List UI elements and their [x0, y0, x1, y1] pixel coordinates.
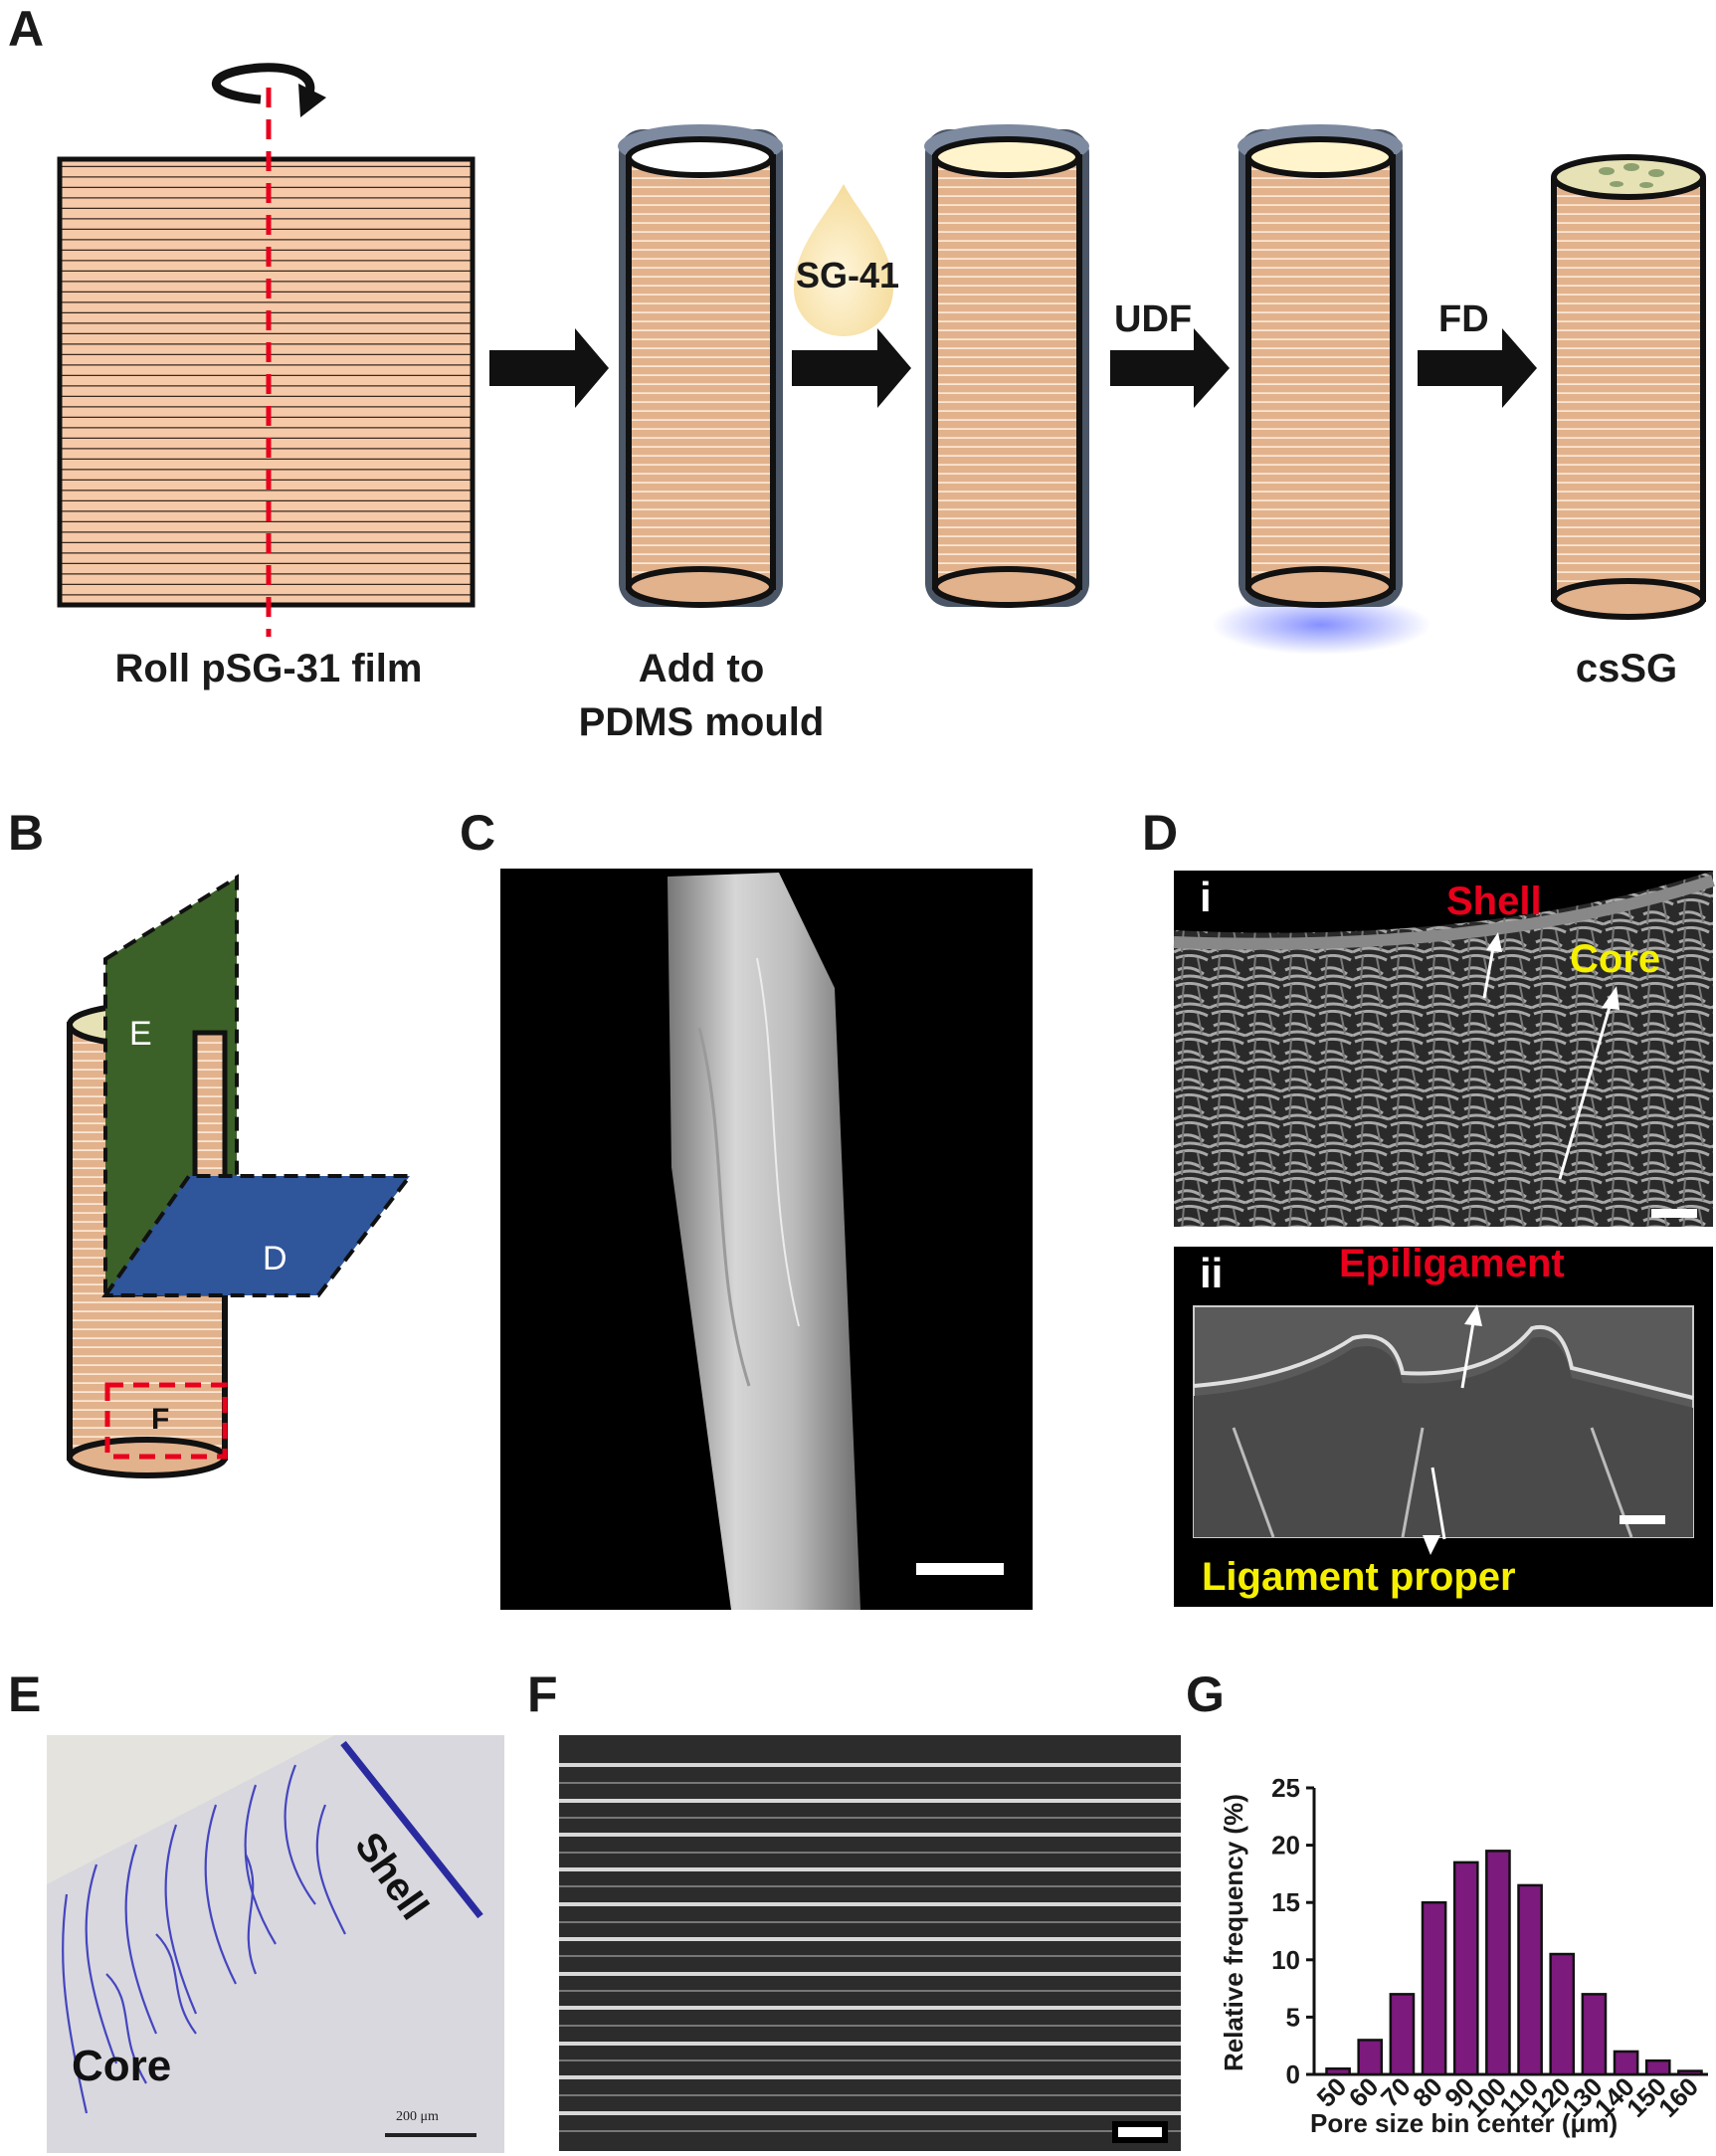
plane-d-label: D [263, 1240, 287, 1277]
arrow-udf-label: UDF [1114, 298, 1193, 340]
panel-f-sem [559, 1735, 1181, 2151]
core-label-e: Core [72, 2042, 172, 2090]
scale-bar-f [1118, 2127, 1162, 2137]
arrow-epiligament [1460, 1315, 1476, 1389]
cssg-scaffold [1551, 154, 1706, 620]
shell-line-e [340, 1740, 483, 1919]
epiligament-label: Epiligament [1339, 1242, 1565, 1285]
y-tick-label: 25 [1271, 1773, 1300, 1803]
arrow-2 [792, 328, 911, 408]
bar-80 [1421, 1900, 1447, 2076]
scale-label-e: 200 μm [396, 2109, 439, 2124]
ligament-proper-label: Ligament proper [1202, 1555, 1516, 1599]
uv-glow [1212, 595, 1430, 655]
panel-label-b: B [8, 805, 45, 861]
panel-e-histology [47, 1735, 504, 2153]
y-tick-label: 10 [1271, 1945, 1300, 1975]
mould-2 [924, 124, 1089, 608]
caption-add-line1: Add to [638, 647, 765, 690]
panel-label-f: F [527, 1666, 558, 1722]
panel-d-sem [1173, 871, 1715, 1607]
d-ii-label: ii [1200, 1250, 1224, 1296]
panel-label-a: A [8, 1, 45, 57]
d-i-label: i [1200, 874, 1212, 920]
y-tick-label: 15 [1271, 1887, 1300, 1917]
shell-label-d: Shell [1446, 880, 1542, 923]
bar-130 [1581, 1993, 1608, 2076]
scale-bar-c [916, 1563, 1004, 1575]
arrow-1 [489, 328, 609, 408]
panel-label-d: D [1142, 805, 1179, 861]
x-axis-label: Pore size bin center (μm) [1310, 2108, 1618, 2138]
arrow-4 [1418, 328, 1537, 408]
arrow-3 [1110, 328, 1230, 408]
bar-60 [1357, 2039, 1384, 2076]
x-tick-label: 160 [1652, 2071, 1704, 2123]
y-tick-label: 20 [1271, 1831, 1300, 1861]
bar-50 [1325, 2066, 1351, 2076]
bar-90 [1452, 1861, 1479, 2076]
drop-label: SG-41 [796, 255, 900, 295]
mould-3 [1238, 124, 1403, 608]
y-axis-label: Relative frequency (%) [1219, 1794, 1248, 2071]
arrow-shell [1482, 941, 1496, 999]
scale-bar-d-i [1651, 1209, 1697, 1218]
panel-c-photo [500, 869, 1033, 1610]
scale-bar-d-ii [1620, 1515, 1665, 1524]
panel-b-schematic [67, 874, 415, 1478]
arrow-ligament-proper [1430, 1467, 1446, 1540]
bar-110 [1517, 1883, 1543, 2076]
drop-sg41 [794, 184, 893, 336]
caption-add-line2: PDMS mould [578, 700, 825, 744]
arrow-core [1558, 999, 1614, 1180]
bar-120 [1549, 1952, 1576, 2076]
panel-label-g: G [1186, 1666, 1225, 1722]
caption-cssg: csSG [1575, 647, 1678, 690]
mould-1 [618, 124, 783, 608]
f-stripes [559, 1763, 1181, 2115]
plane-e-label: E [129, 1015, 152, 1053]
bar-150 [1644, 2058, 1671, 2076]
bar-70 [1389, 1993, 1416, 2076]
panel-label-e: E [8, 1666, 42, 1722]
caption-roll: Roll pSG-31 film [114, 647, 423, 690]
box-f-label: F [151, 1403, 170, 1436]
rotate-icon [211, 63, 315, 104]
bar-160 [1677, 2069, 1703, 2076]
region-f [104, 1382, 228, 1460]
bar-140 [1613, 2050, 1639, 2076]
arrow-fd-label: FD [1438, 298, 1489, 340]
panel-label-c: C [460, 805, 496, 861]
core-label-d: Core [1570, 937, 1661, 981]
bar-100 [1485, 1850, 1511, 2076]
plane-d [101, 1174, 415, 1297]
panel-a-schematic [57, 63, 1706, 655]
y-tick-label: 0 [1286, 2059, 1300, 2089]
y-tick-label: 5 [1286, 2002, 1300, 2032]
